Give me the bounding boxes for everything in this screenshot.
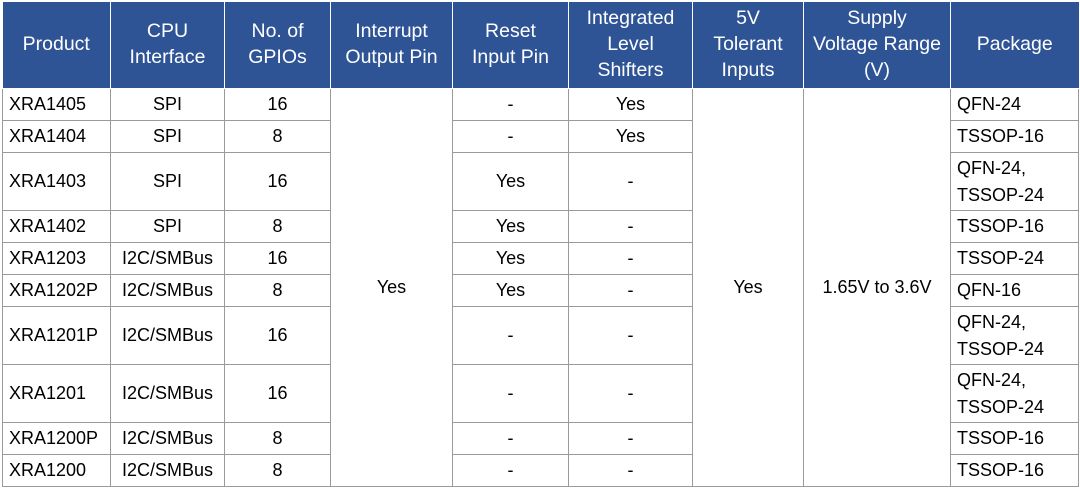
cell-cpu-interface: I2C/SMBus bbox=[110, 274, 225, 307]
cell-cpu-interface: SPI bbox=[110, 120, 225, 153]
cell-product: XRA1200P bbox=[2, 422, 111, 455]
cell-package: QFN-24, TSSOP-24 bbox=[950, 364, 1079, 423]
cell-integrated-level-shifters: - bbox=[568, 306, 693, 365]
cell-no-of-gpios: 8 bbox=[224, 274, 331, 307]
cell-package: QFN-24 bbox=[950, 88, 1079, 121]
cell-integrated-level-shifters: - bbox=[568, 454, 693, 487]
cell-integrated-level-shifters: - bbox=[568, 422, 693, 455]
cell-integrated-level-shifters: - bbox=[568, 210, 693, 243]
cell-integrated-level-shifters: Yes bbox=[568, 120, 693, 153]
cell-reset-input-pin: - bbox=[452, 88, 569, 121]
cell-package: QFN-24, TSSOP-24 bbox=[950, 152, 1079, 211]
cell-5v-tolerant-inputs-merged: Yes bbox=[692, 88, 804, 487]
cell-integrated-level-shifters: - bbox=[568, 152, 693, 211]
cell-integrated-level-shifters: Yes bbox=[568, 88, 693, 121]
cell-package: QFN-24, TSSOP-24 bbox=[950, 306, 1079, 365]
cell-reset-input-pin: - bbox=[452, 120, 569, 153]
cell-package: TSSOP-16 bbox=[950, 120, 1079, 153]
column-header-cpu-interface: CPU Interface bbox=[110, 2, 225, 89]
cell-cpu-interface: I2C/SMBus bbox=[110, 454, 225, 487]
cell-product: XRA1402 bbox=[2, 210, 111, 243]
cell-product: XRA1202P bbox=[2, 274, 111, 307]
column-header-package: Package bbox=[950, 2, 1079, 89]
cell-cpu-interface: SPI bbox=[110, 88, 225, 121]
cell-no-of-gpios: 8 bbox=[224, 454, 331, 487]
cell-no-of-gpios: 16 bbox=[224, 306, 331, 365]
cell-reset-input-pin: - bbox=[452, 306, 569, 365]
cell-interrupt-output-pin-merged: Yes bbox=[330, 88, 453, 487]
column-header-interrupt-output-pin: Interrupt Output Pin bbox=[330, 2, 453, 89]
cell-package: TSSOP-16 bbox=[950, 210, 1079, 243]
cell-no-of-gpios: 16 bbox=[224, 242, 331, 275]
cell-cpu-interface: I2C/SMBus bbox=[110, 306, 225, 365]
cell-cpu-interface: I2C/SMBus bbox=[110, 364, 225, 423]
cell-reset-input-pin: Yes bbox=[452, 274, 569, 307]
column-header-no-of-gpios: No. of GPIOs bbox=[224, 2, 331, 89]
cell-product: XRA1201 bbox=[2, 364, 111, 423]
cell-product: XRA1200 bbox=[2, 454, 111, 487]
column-header-product: Product bbox=[2, 2, 111, 89]
cell-cpu-interface: SPI bbox=[110, 210, 225, 243]
cell-integrated-level-shifters: - bbox=[568, 274, 693, 307]
cell-product: XRA1203 bbox=[2, 242, 111, 275]
cell-cpu-interface: I2C/SMBus bbox=[110, 242, 225, 275]
cell-reset-input-pin: Yes bbox=[452, 210, 569, 243]
cell-no-of-gpios: 16 bbox=[224, 364, 331, 423]
cell-no-of-gpios: 16 bbox=[224, 88, 331, 121]
cell-no-of-gpios: 16 bbox=[224, 152, 331, 211]
cell-no-of-gpios: 8 bbox=[224, 422, 331, 455]
cell-reset-input-pin: Yes bbox=[452, 152, 569, 211]
cell-cpu-interface: I2C/SMBus bbox=[110, 422, 225, 455]
cell-package: TSSOP-16 bbox=[950, 422, 1079, 455]
cell-no-of-gpios: 8 bbox=[224, 210, 331, 243]
cell-package: QFN-16 bbox=[950, 274, 1079, 307]
column-header-supply-voltage-range: Supply Voltage Range (V) bbox=[803, 2, 951, 89]
column-header-integrated-level-shifters: Integrated Level Shifters bbox=[568, 2, 693, 89]
column-header-5v-tolerant-inputs: 5V Tolerant Inputs bbox=[692, 2, 804, 89]
table-header: Product CPU Interface No. of GPIOs Inter… bbox=[2, 2, 1079, 89]
cell-package: TSSOP-16 bbox=[950, 454, 1079, 487]
cell-product: XRA1404 bbox=[2, 120, 111, 153]
header-row: Product CPU Interface No. of GPIOs Inter… bbox=[2, 2, 1079, 89]
cell-reset-input-pin: - bbox=[452, 454, 569, 487]
cell-package: TSSOP-24 bbox=[950, 242, 1079, 275]
cell-integrated-level-shifters: - bbox=[568, 364, 693, 423]
cell-product: XRA1403 bbox=[2, 152, 111, 211]
cell-product: XRA1405 bbox=[2, 88, 111, 121]
cell-no-of-gpios: 8 bbox=[224, 120, 331, 153]
cell-reset-input-pin: Yes bbox=[452, 242, 569, 275]
cell-supply-voltage-range-merged: 1.65V to 3.6V bbox=[803, 88, 951, 487]
cell-cpu-interface: SPI bbox=[110, 152, 225, 211]
cell-reset-input-pin: - bbox=[452, 364, 569, 423]
cell-integrated-level-shifters: - bbox=[568, 242, 693, 275]
column-header-reset-input-pin: Reset Input Pin bbox=[452, 2, 569, 89]
cell-product: XRA1201P bbox=[2, 306, 111, 365]
cell-reset-input-pin: - bbox=[452, 422, 569, 455]
